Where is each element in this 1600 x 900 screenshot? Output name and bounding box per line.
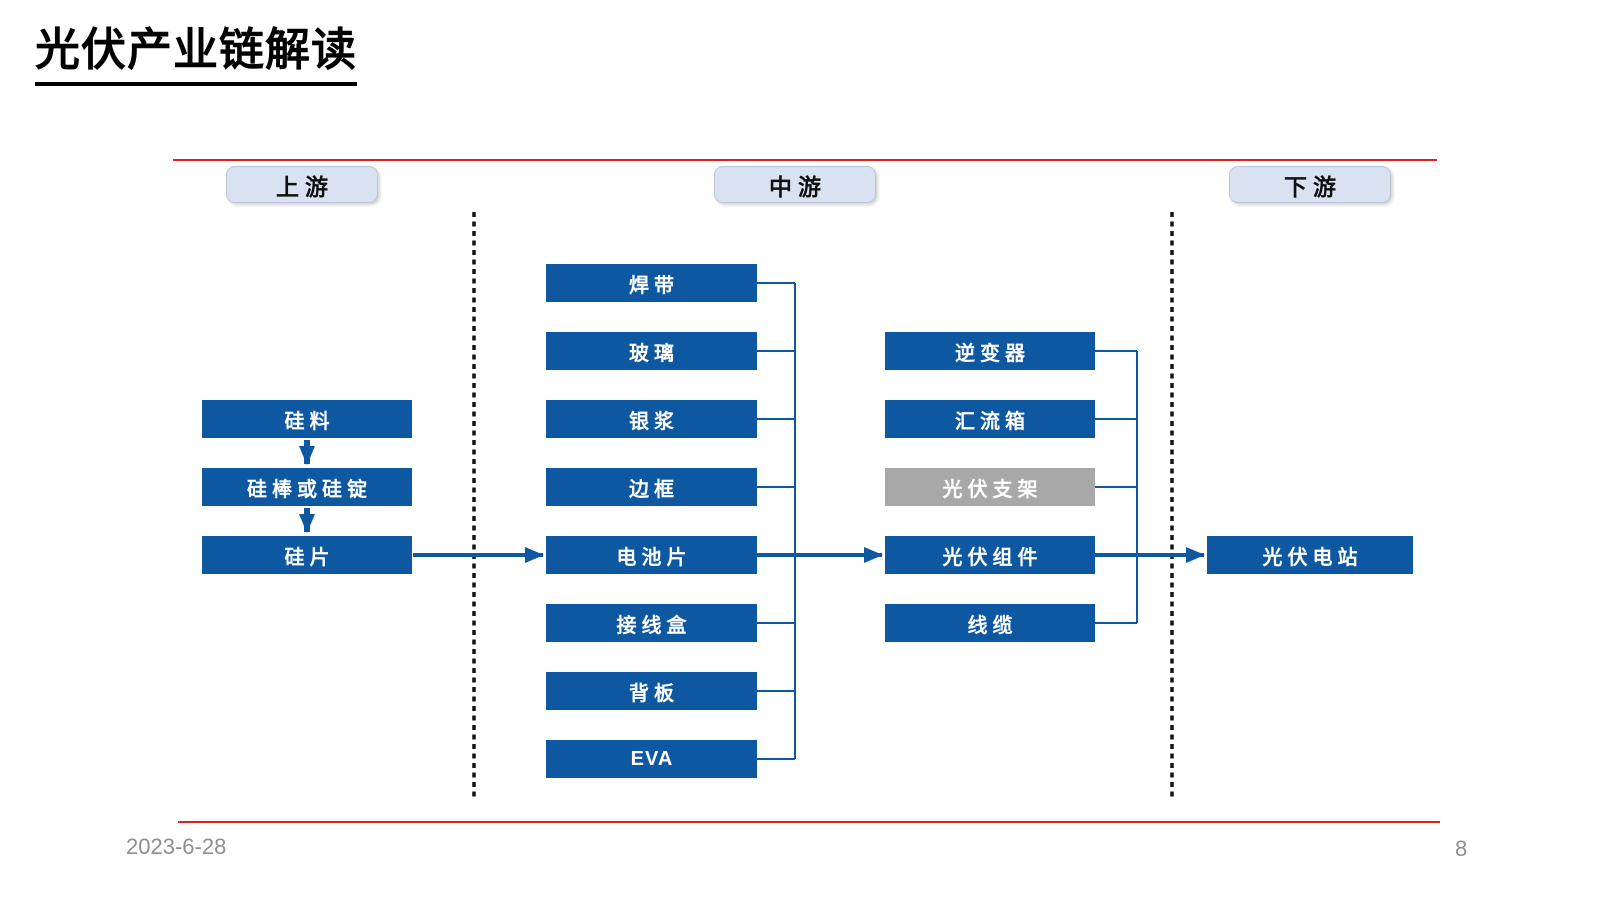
node-silicon-rod-or-ingot: 硅棒或硅锭 bbox=[202, 468, 412, 506]
node-frame: 边框 bbox=[546, 468, 757, 506]
stage-label-downstream: 下游 bbox=[1229, 166, 1391, 203]
node-silicon-wafer: 硅片 bbox=[202, 536, 412, 574]
bottom-divider-line bbox=[178, 821, 1440, 823]
node-solar-cell: 电池片 bbox=[546, 536, 757, 574]
node-combiner-box: 汇流箱 bbox=[885, 400, 1095, 438]
page-number: 8 bbox=[1455, 836, 1468, 861]
node-solder-ribbon: 焊带 bbox=[546, 264, 757, 302]
stage-label-midstream: 中游 bbox=[714, 166, 876, 203]
node-silicon-material: 硅料 bbox=[202, 400, 412, 438]
node-glass: 玻璃 bbox=[546, 332, 757, 370]
top-divider-line bbox=[173, 159, 1437, 161]
node-silver-paste: 银浆 bbox=[546, 400, 757, 438]
page-title: 光伏产业链解读 bbox=[35, 22, 358, 87]
node-pv-bracket: 光伏支架 bbox=[885, 468, 1095, 506]
node-inverter: 逆变器 bbox=[885, 332, 1095, 370]
node-cable: 线缆 bbox=[885, 604, 1095, 642]
components-fanin-connectors bbox=[1095, 350, 1138, 624]
node-junction-box: 接线盒 bbox=[546, 604, 757, 642]
node-pv-module: 光伏组件 bbox=[885, 536, 1095, 574]
node-eva: EVA bbox=[546, 740, 757, 778]
node-pv-power-station: 光伏电站 bbox=[1207, 536, 1413, 574]
node-backsheet: 背板 bbox=[546, 672, 757, 710]
materials-fanin-connectors bbox=[757, 282, 796, 760]
footer-date: 2023-6-28 bbox=[126, 834, 227, 859]
stage-label-upstream: 上游 bbox=[226, 166, 378, 203]
